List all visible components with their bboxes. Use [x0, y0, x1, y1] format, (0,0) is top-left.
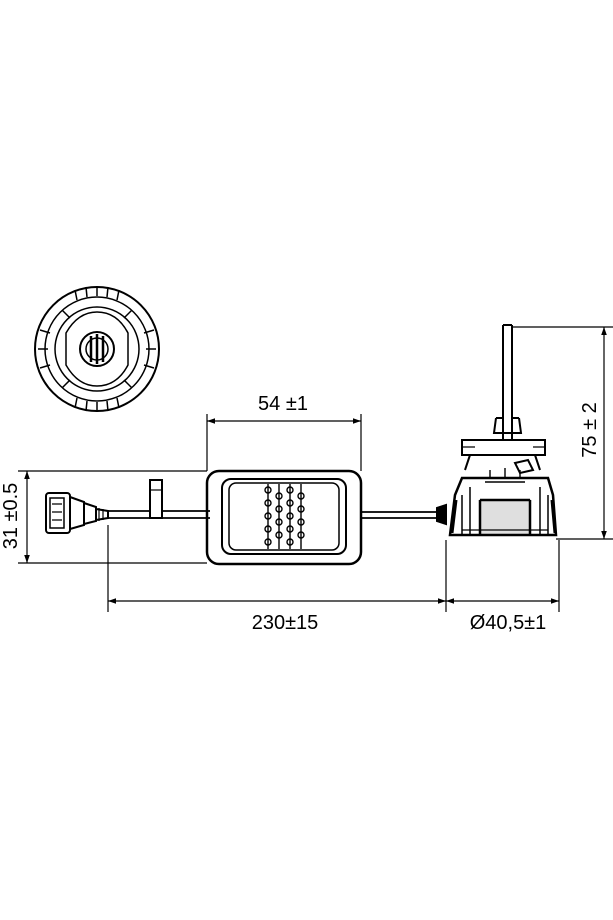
height-label: 75 ± 2	[579, 402, 601, 457]
cable-length-label: 230±15	[252, 612, 319, 634]
cable-clip	[149, 479, 163, 519]
socket-top-view	[34, 286, 160, 412]
dimension-lines	[18, 326, 613, 612]
module-height-label: 31 ±0.5	[0, 483, 22, 550]
led-bulb	[436, 324, 558, 537]
module-width-label: 54 ±1	[258, 393, 308, 415]
cable-connector	[45, 492, 109, 534]
diameter-label: Ø40,5±1	[470, 612, 547, 634]
driver-module	[205, 469, 363, 566]
